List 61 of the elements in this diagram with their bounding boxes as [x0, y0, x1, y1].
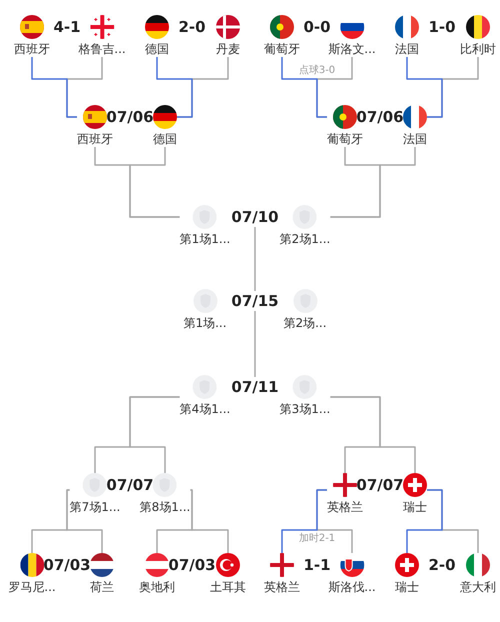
team-name: 第1场1...	[180, 231, 230, 247]
team-name: 英格兰	[327, 499, 363, 515]
score-text: 07/03	[43, 556, 91, 574]
team-name: 斯洛伐...	[328, 579, 376, 595]
score-text: 07/07	[356, 476, 404, 494]
bracket-line	[129, 396, 180, 473]
team-name: 葡萄牙	[327, 131, 363, 147]
team-name: 第2场1...	[280, 231, 330, 247]
score-text: 2-0	[428, 556, 456, 574]
team-name: 丹麦	[216, 41, 240, 57]
score-text: 0-0	[303, 18, 331, 36]
team-name: 斯洛文...	[328, 41, 376, 57]
team-name: 土耳其	[210, 579, 246, 595]
team-name: 西班牙	[77, 131, 113, 147]
score-text: 2-0	[178, 18, 206, 36]
team-name: 西班牙	[14, 41, 50, 57]
score-text: 07/07	[106, 476, 154, 494]
team-name: 瑞士	[403, 499, 427, 515]
match-date: 07/11	[231, 377, 279, 397]
team-name: 荷兰	[90, 579, 114, 595]
team-name: 法国	[395, 41, 419, 57]
result-note: 加时2-1	[298, 532, 336, 545]
team-name: 第2场...	[283, 315, 327, 331]
bracket-line	[31, 57, 77, 118]
team-name: 德国	[145, 41, 169, 57]
team-name: 奥地利	[139, 579, 175, 595]
team-name: 第7场1...	[70, 499, 120, 515]
bracket-line	[254, 227, 256, 291]
team-name: 瑞士	[395, 579, 419, 595]
team-name: 德国	[153, 131, 177, 147]
bracket-line	[281, 57, 327, 118]
score-text: 07/06	[106, 108, 154, 126]
team-name: 第3场1...	[280, 401, 330, 417]
team-name: 比利时	[460, 41, 496, 57]
score-text: 07/03	[168, 556, 216, 574]
team-name: 格鲁吉...	[78, 41, 126, 57]
bracket-line	[330, 147, 416, 218]
bracket-line	[330, 396, 416, 473]
bracket-line	[406, 57, 443, 118]
team-name: 意大利	[460, 579, 496, 595]
team-name: 第4场1...	[180, 401, 230, 417]
bracket-line	[406, 489, 443, 553]
score-text: 07/06	[356, 108, 404, 126]
team-name: 英格兰	[264, 579, 300, 595]
team-name: 罗马尼...	[8, 579, 56, 595]
score-text: 4-1	[53, 18, 81, 36]
team-name: 第1场...	[183, 315, 227, 331]
bracket-line	[254, 311, 256, 377]
result-note: 点球3-0	[298, 64, 336, 77]
bracket-line	[281, 489, 327, 553]
team-name: 法国	[403, 131, 427, 147]
score-text: 1-0	[428, 18, 456, 36]
bracket-line	[129, 147, 180, 218]
match-date: 07/15	[231, 291, 279, 311]
team-name: 葡萄牙	[264, 41, 300, 57]
bracket-line	[156, 57, 193, 118]
bracket-line	[190, 489, 229, 553]
score-text: 1-1	[303, 556, 331, 574]
match-date: 07/10	[231, 207, 279, 227]
team-name: 第8场1...	[140, 499, 190, 515]
bracket-line	[66, 489, 103, 553]
